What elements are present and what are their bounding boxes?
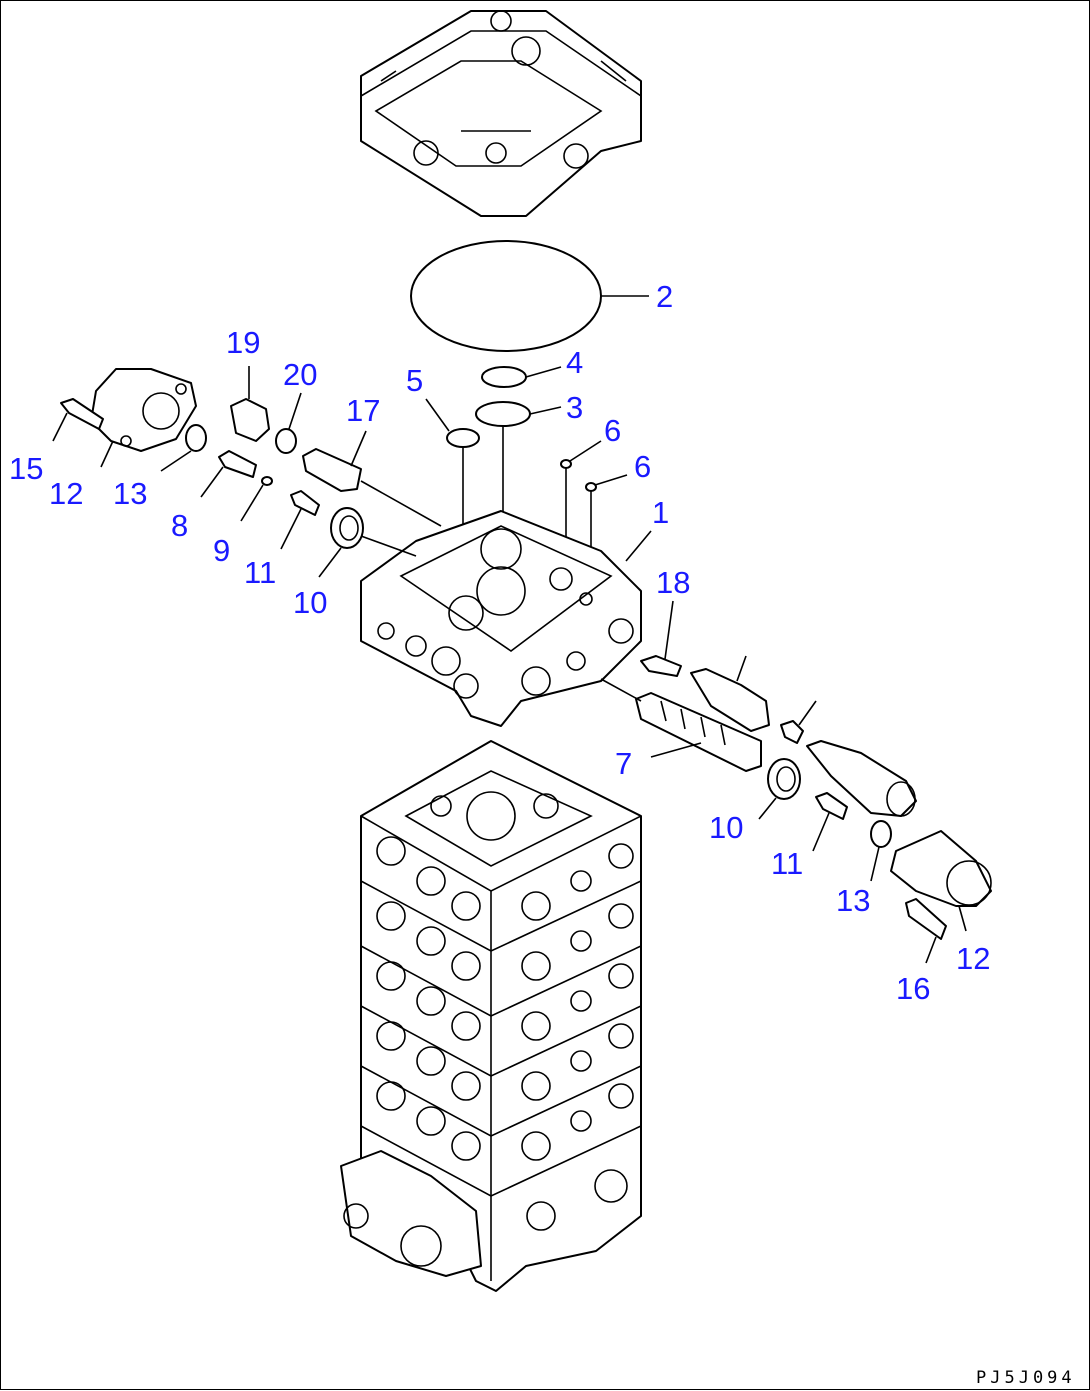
seal-10-right: [758, 758, 801, 820]
o-ring-13-right: [870, 820, 892, 848]
callout-10-left: 10: [293, 585, 327, 620]
o-ring-3: [475, 401, 531, 427]
o-ring-13-left: [185, 424, 207, 452]
callout-9: 9: [213, 533, 230, 568]
drawing-code: PJ5J094: [976, 1368, 1076, 1388]
valve-19: [690, 655, 770, 732]
o-ring-18: [275, 428, 297, 454]
callout-13-right: 13: [836, 883, 870, 918]
callout-12-left: 12: [49, 476, 83, 511]
callout-6b: 6: [634, 449, 651, 484]
bolt-14-left: [52, 398, 104, 442]
o-ring-6b: [585, 482, 597, 492]
poppet-8: [200, 450, 257, 498]
callout-18: 20: [283, 357, 317, 392]
callout-16: 18: [656, 565, 690, 600]
valve-assembly-right: [806, 740, 917, 817]
callout-4: 4: [566, 345, 583, 380]
left-cover-12: [90, 368, 197, 468]
callout-11-right: 11: [771, 846, 803, 881]
top-cover: [360, 10, 642, 217]
spring-11-left: [280, 490, 320, 550]
spring-16: [640, 600, 682, 677]
callout-7: 7: [615, 746, 632, 781]
plug-17: [230, 366, 270, 442]
valve-body-1: [360, 510, 652, 727]
spool-7: [600, 678, 762, 772]
valve-15: [302, 430, 442, 527]
callout-14-left: 15: [9, 451, 43, 486]
bolt-14-right: [905, 898, 947, 964]
right-cover-12: [890, 830, 992, 932]
o-ring-9: [261, 476, 273, 486]
seal-10-left: [318, 507, 417, 578]
callout-5: 5: [406, 363, 423, 398]
callout-11-left: 11: [244, 555, 276, 590]
o-ring-2: [410, 240, 602, 352]
spring-11-right: [812, 792, 848, 852]
callout-2: 2: [656, 279, 673, 314]
callout-6a: 6: [604, 413, 621, 448]
spring-20: [780, 700, 817, 744]
valve-body-stack: [340, 740, 642, 1292]
callout-13-left: 13: [113, 476, 147, 511]
callout-1: 1: [652, 495, 669, 530]
callout-8: 8: [171, 508, 188, 543]
o-ring-4: [481, 366, 527, 388]
callout-17: 19: [226, 325, 260, 360]
callout-14-right: 16: [896, 971, 930, 1006]
callout-12-right: 12: [956, 941, 990, 976]
o-ring-6a: [560, 459, 572, 469]
callout-10-right: 10: [709, 810, 743, 845]
callout-3: 3: [566, 390, 583, 425]
callout-15: 17: [346, 393, 380, 428]
o-ring-5: [446, 428, 480, 448]
